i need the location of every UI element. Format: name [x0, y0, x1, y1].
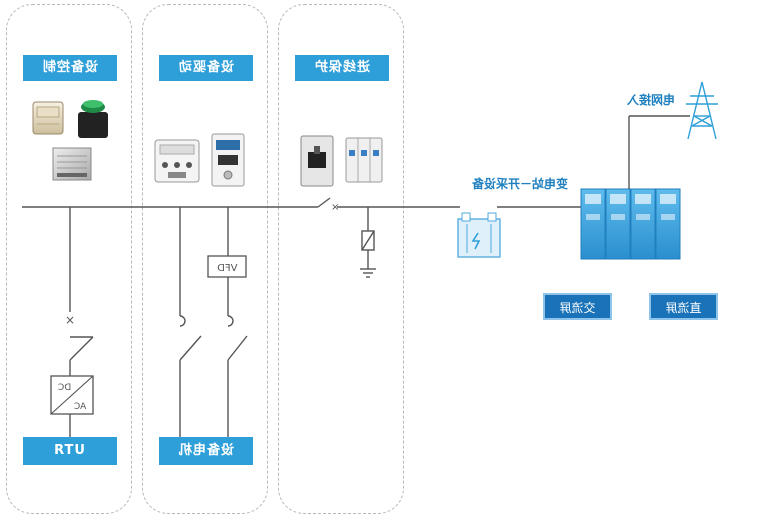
converter-dc-label: DC — [58, 383, 71, 393]
panel-incoming-protection — [278, 4, 404, 514]
drive-branch-1 — [179, 207, 202, 437]
disconnect-mark: × — [65, 313, 75, 327]
converter-ac-label: AC — [74, 402, 86, 412]
substation-label: 变电站－开采设备 — [471, 176, 568, 191]
drive-branch-2 — [227, 207, 248, 437]
grid-feed-line — [628, 115, 690, 189]
control-branch — [69, 207, 94, 437]
power-supply-icon — [52, 147, 92, 181]
panel-equipment-drive — [142, 4, 268, 514]
vfd-box: VFD — [207, 255, 247, 278]
switchgear-cabinets — [580, 188, 681, 260]
grid-connection-label: 电网接入 — [627, 92, 675, 107]
footer-rtu: RTU — [23, 437, 117, 465]
surge-arrester — [360, 207, 376, 278]
dc-ac-converter: DC AC — [50, 375, 94, 415]
push-button-icon — [78, 100, 108, 138]
breaker-mark: × — [331, 202, 339, 213]
vfd-label: VFD — [217, 263, 238, 274]
transmission-tower-icon — [686, 81, 718, 140]
circuit-breaker-icon — [300, 135, 334, 187]
inverter-icon — [211, 133, 245, 187]
surge-protector-icon — [345, 137, 383, 183]
transformer-icon — [457, 212, 501, 258]
panel-equipment-control — [6, 4, 132, 514]
contactor-icon — [154, 139, 200, 183]
relay-icon — [32, 101, 64, 135]
main-bus — [22, 197, 588, 208]
